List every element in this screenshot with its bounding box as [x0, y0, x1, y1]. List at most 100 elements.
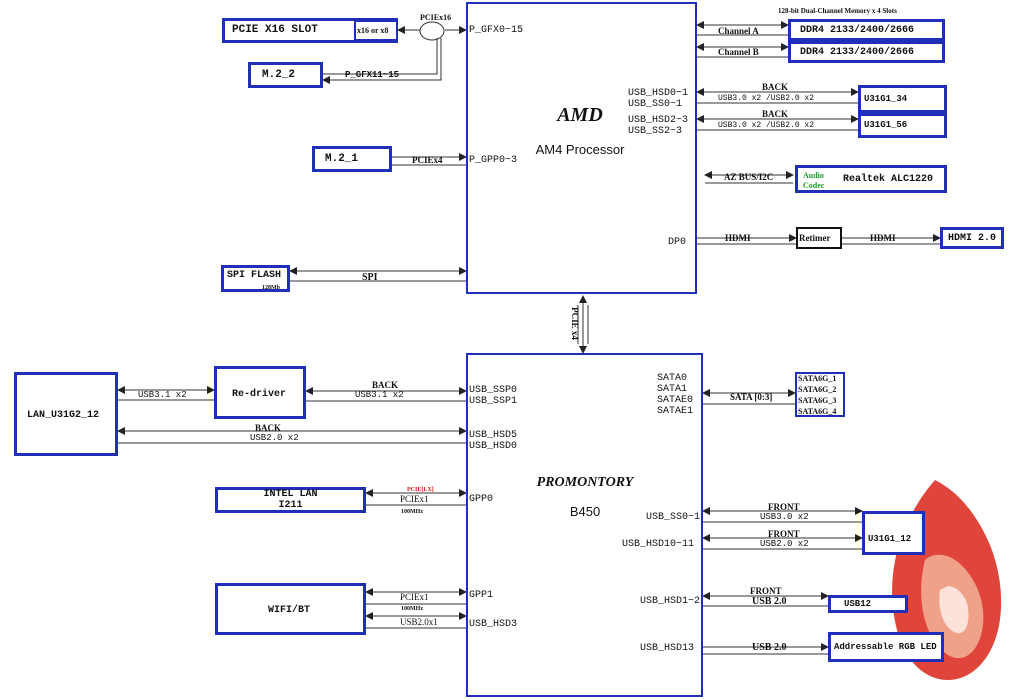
audio-codec-label-2: Codec: [803, 181, 825, 190]
u31g1-56-label: U31G1_56: [864, 120, 908, 130]
chipset-port-hsd1011: USB_HSD10~11: [622, 539, 695, 550]
x16-or-x8-label: x16 or x8: [357, 26, 389, 35]
front-b-label: FRONT: [768, 529, 800, 539]
spi-flash-label: SPI FLASH: [227, 270, 282, 281]
chipset-port-ss01: USB_SS0~1: [646, 512, 701, 523]
pcie-x4-link-label: PCIE x4: [569, 307, 580, 340]
spi-label: SPI: [362, 272, 378, 283]
audio-codec-block: [795, 165, 947, 193]
chipset-block: [466, 353, 703, 697]
usb20x1-label: USB2.0x1: [400, 617, 438, 627]
mhz-label-a: 100MHz: [401, 509, 423, 515]
spi-flash-block: [221, 265, 290, 292]
usb-back-a-label: USB3.0 x2 /USB2.0 x2: [718, 94, 815, 103]
u31g1-56-block: [858, 113, 947, 138]
azbus-label: AZ BUS/I2C: [724, 172, 774, 182]
intel-lan-block: [215, 487, 366, 513]
pciex16-label: PCIEx16: [420, 13, 452, 22]
spi-size-label: 128Mb: [262, 285, 280, 291]
usb-back-b-label: USB3.0 x2 /USB2.0 x2: [718, 121, 815, 130]
ddr4-a-block: [788, 19, 945, 41]
pcie-x16-slot-label: PCIE X16 SLOT: [232, 24, 318, 36]
front-c-label: FRONT: [750, 586, 782, 596]
channel-b-label: Channel B: [718, 47, 759, 57]
chipset-port-ssp1: USB_SSP1: [469, 396, 518, 407]
pciex1-label-b: PCIEx1: [400, 592, 429, 602]
u31g1-34-block: [858, 85, 947, 113]
audio-codec-label-1: Audio: [803, 171, 824, 180]
chipset-port-gpp0: GPP0: [469, 494, 494, 505]
retimer-label: Retimer: [799, 233, 831, 243]
usb12-block: [828, 595, 908, 613]
usb12-label: USB12: [844, 599, 872, 609]
chipset-port-satae1: SATAE1: [657, 406, 694, 417]
usb30x2-front-label: USB3.0 x2: [760, 512, 809, 522]
usb31x2-label-b: USB3.1 x2: [355, 390, 404, 400]
x16-or-x8-box: [354, 20, 398, 41]
m2-1-label: M.2_1: [325, 153, 359, 165]
wifi-bt-block: [215, 583, 366, 635]
m2-1-block: [312, 146, 392, 172]
sata-port-1: SATA6G_1: [798, 374, 837, 383]
sata03-label: SATA [0:3]: [730, 392, 773, 402]
chipset-port-hsd12: USB_HSD1~2: [640, 596, 701, 607]
pciex4-label: PCIEx4: [412, 155, 443, 165]
hdmi-label-2: HDMI: [870, 233, 896, 243]
front-a-label: FRONT: [768, 502, 800, 512]
chipset-brand: PROMONTORY: [536, 475, 634, 490]
usb20x2-front-label: USB2.0 x2: [760, 539, 809, 549]
intel-lan-label-1: INTEL LAN: [263, 489, 318, 500]
channel-a-label: Channel A: [718, 26, 759, 36]
redriver-block: [214, 366, 306, 419]
cpu-port-ss23: USB_SS2~3: [628, 126, 683, 137]
sata-group: [795, 372, 845, 417]
u31g1-12-block: [862, 511, 925, 555]
u31g1-34-label: U31G1_34: [864, 94, 908, 104]
lan-usb-block: [14, 372, 118, 456]
rgb-led-block: [828, 632, 944, 662]
chipset-name: B450: [569, 504, 601, 519]
m2-2-block: [248, 62, 323, 88]
cpu-port-hsd23: USB_HSD2~3: [628, 115, 689, 126]
chipset-port-hsd5: USB_HSD5: [469, 430, 518, 441]
hdmi20-label: HDMI 2.0: [948, 233, 997, 244]
hdmi-label-1: HDMI: [725, 233, 751, 243]
back-label-1: BACK: [372, 380, 399, 390]
memory-note: 128-bit Dual-Channel Memory x 4 Slots: [778, 7, 897, 15]
chipset-port-satae0: SATAE0: [657, 395, 694, 406]
cpu-port-gfx: P_GFX0~15: [469, 25, 524, 36]
usb31x2-label-a: USB3.1 x2: [138, 390, 187, 400]
sata-port-4: SATA6G_4: [798, 407, 837, 416]
cpu-brand: AMD: [557, 104, 603, 126]
realtek-label: Realtek ALC1220: [843, 174, 934, 185]
mhz-label-b: 100MHz: [401, 606, 423, 612]
usb20-b-label: USB 2.0: [752, 642, 787, 653]
sata-port-3: SATA6G_3: [798, 396, 837, 405]
cpu-port-hsd01: USB_HSD0~1: [628, 88, 689, 99]
cpu-block: [466, 2, 697, 294]
redriver-label: Re-driver: [232, 389, 287, 400]
chipset-port-gpp1: GPP1: [469, 590, 494, 601]
m2-2-label: M.2_2: [262, 69, 296, 81]
usb20-a-label: USB 2.0: [752, 596, 787, 607]
cpu-port-dp0: DP0: [668, 237, 687, 248]
hdmi20-block: [940, 227, 1004, 249]
pciex1-label-a: PCIEx1: [400, 494, 429, 504]
cpu-name: AM4 Processor: [535, 142, 625, 157]
ddr4-b-block: [788, 41, 945, 63]
retimer-block: [796, 227, 842, 249]
ddr4-b-label: DDR4 2133/2400/2666: [800, 47, 915, 58]
chipset-port-ssp0: USB_SSP0: [469, 385, 518, 396]
p-gfx-label: P_GFX11~15: [345, 70, 400, 80]
wifi-bt-label: WIFI/BT: [268, 605, 311, 616]
cpu-port-gpp: P_GPP0~3: [469, 155, 518, 166]
pcie-lan-label: PCIE[LX]: [407, 487, 434, 493]
rgb-led-label: Addressable RGB LED: [834, 642, 937, 652]
back-label-2: BACK: [255, 423, 282, 433]
chipset-port-hsd0: USB_HSD0: [469, 441, 518, 452]
chipset-port-hsd13: USB_HSD13: [640, 643, 695, 654]
back-a-label: BACK: [762, 82, 789, 92]
chipset-port-sata0: SATA0: [657, 373, 688, 384]
